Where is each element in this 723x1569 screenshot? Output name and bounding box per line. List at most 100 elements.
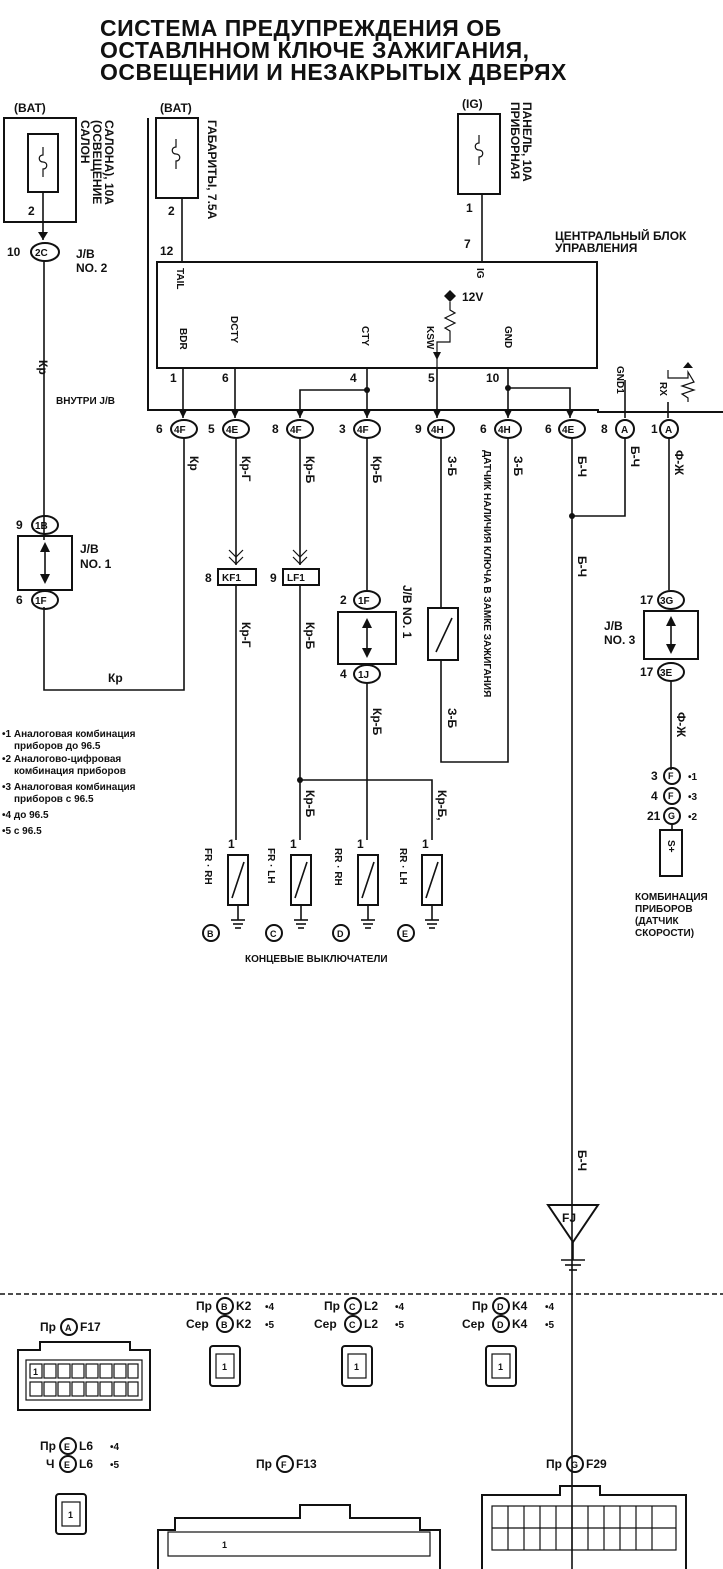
ecu-title-2: УПРАВЛЕНИЯ [555, 241, 637, 255]
svg-text:•5 с 96.5: •5 с 96.5 [2, 826, 42, 837]
svg-text:G: G [571, 1460, 578, 1470]
wire-kr-left: Кр [36, 360, 50, 375]
svg-text:Пр: Пр [256, 1457, 272, 1471]
svg-text:E: E [64, 1460, 70, 1470]
svg-text:NO. 1: NO. 1 [80, 557, 112, 571]
jb2-conn: 2C [35, 248, 48, 259]
svg-text:F29: F29 [586, 1457, 607, 1471]
fuse-panel-source: (IG) [462, 97, 483, 111]
svg-text:6: 6 [480, 422, 487, 436]
wire-f-zh-1: Ф-Ж [672, 450, 686, 475]
wire-b-ch-4: Б-Ч [575, 1150, 589, 1171]
svg-text:4F: 4F [290, 425, 302, 436]
ecu-inner-pin-5: 5 [428, 371, 435, 385]
svg-text:9: 9 [16, 518, 23, 532]
fuse-salon-name-1: САЛОН [78, 120, 92, 164]
svg-text:A: A [621, 425, 628, 436]
ecu-inside-label: ВНУТРИ J/B [56, 396, 115, 407]
jb2-label-1: J/B [76, 247, 95, 261]
title-line-2: ОСТАВЛННОМ КЛЮЧЕ ЗАЖИГАНИЯ, [100, 37, 530, 63]
svg-text:4E: 4E [562, 425, 575, 436]
svg-text:•4: •4 [545, 1302, 555, 1313]
svg-text:3G: 3G [660, 596, 674, 607]
wire-kr-bdr: Кр [187, 456, 201, 471]
svg-text:A: A [665, 425, 672, 436]
wire-kr-g-1: Кр-Г [239, 456, 253, 482]
ecu-inner-pin-4: 4 [350, 371, 357, 385]
fuse-salon-name-3: САЛОНА), 10А [102, 120, 116, 205]
fuse-salon-source: (BAT) [14, 101, 46, 115]
svg-text:1: 1 [290, 837, 297, 851]
wire-b-ch-3: Б-Ч [628, 446, 642, 467]
fuse-gabarity-name: ГАБАРИТЫ, 7.5А [205, 120, 219, 220]
title-line-1: СИСТЕМА ПРЕДУПРЕЖДЕНИЯ ОБ [100, 15, 502, 41]
term-ksw: KSW [424, 326, 435, 350]
wire-f-zh-2: Ф-Ж [674, 712, 688, 737]
switch-rr-lh: 1 RR · LH E [397, 837, 443, 942]
term-gnd: GND [502, 326, 513, 348]
term-rx: RX [657, 382, 668, 396]
svg-text:Пр: Пр [324, 1299, 340, 1313]
jb1-mid: 2 1F J/B NO. 1 4 1J [337, 585, 414, 684]
wire-z-b-1: З-Б [445, 456, 459, 477]
svg-text:•2 Аналогово-цифровая: •2 Аналогово-цифровая [2, 753, 121, 765]
fuse-gabarity-source: (BAT) [160, 101, 192, 115]
fuse-panel-name-2: ПАНЕЛЬ, 10А [520, 102, 534, 182]
svg-text:L6: L6 [79, 1457, 93, 1471]
term-ig: IG [474, 268, 485, 279]
term-bdr: BDR [177, 328, 188, 350]
cluster: 3 F •1 4 F •3 21 G •2 S+ КОМБИНАЦИЯ ПРИБ… [635, 767, 708, 939]
svg-text:8: 8 [205, 571, 212, 585]
svg-text:1F: 1F [35, 596, 47, 607]
svg-text:L2: L2 [364, 1299, 378, 1313]
connector-view-e: Пр E L6 •4 Ч E L6 •5 1 [40, 1437, 120, 1535]
fuse-gabarity: (BAT) ГАБАРИТЫ, 7.5А 2 [155, 101, 219, 220]
svg-text:2: 2 [340, 593, 347, 607]
connector-view-g: Пр G F29 [481, 1455, 687, 1569]
svg-text:E: E [64, 1442, 70, 1452]
svg-text:•4: •4 [265, 1302, 275, 1313]
svg-text:•5: •5 [545, 1320, 555, 1331]
svg-text:KF1: KF1 [222, 573, 241, 584]
svg-text:3: 3 [651, 769, 658, 783]
jb2-box [3, 117, 77, 223]
svg-text:8: 8 [272, 422, 279, 436]
svg-text:3E: 3E [660, 668, 673, 679]
svg-text:1: 1 [68, 1510, 73, 1520]
svg-text:E: E [402, 929, 408, 939]
wire-z-b-2: З-Б [445, 708, 459, 729]
fuse-salon-name-2: (ОСВЕЩЕНИЕ [90, 120, 104, 204]
svg-text:LF1: LF1 [287, 573, 305, 584]
connector-view-f: Пр F F13 1 [157, 1455, 441, 1569]
wire-kr-bottom: Кр [108, 671, 123, 685]
svg-text:Пр: Пр [196, 1299, 212, 1313]
wire-z-b-3: З-Б [511, 456, 525, 477]
svg-text:B: B [207, 929, 214, 939]
switches-caption: КОНЦЕВЫЕ ВЫКЛЮЧАТЕЛИ [245, 954, 388, 965]
svg-text:J/B: J/B [80, 542, 99, 556]
svg-text:комбинация приборов: комбинация приборов [14, 765, 126, 777]
svg-text:8: 8 [601, 422, 608, 436]
svg-text:D: D [337, 929, 344, 939]
svg-text:1: 1 [33, 1367, 38, 1377]
svg-text:1: 1 [228, 837, 235, 851]
svg-text:1: 1 [222, 1540, 227, 1550]
svg-text:•1: •1 [688, 772, 698, 783]
term-cty: CTY [359, 326, 370, 346]
jb3: 17 3G J/B NO. 3 17 3E [604, 590, 699, 682]
ecu-inner-pin-10: 10 [486, 371, 500, 385]
svg-text:6: 6 [545, 422, 552, 436]
svg-text:•3: •3 [688, 792, 698, 803]
svg-text:F: F [281, 1460, 287, 1470]
svg-text:КОМБИНАЦИЯ: КОМБИНАЦИЯ [635, 892, 708, 903]
svg-text:F: F [668, 771, 674, 781]
svg-text:1: 1 [422, 837, 429, 851]
ksw-pullup: 12V [433, 290, 483, 368]
svg-text:•4 до 96.5: •4 до 96.5 [2, 810, 49, 821]
svg-text:F17: F17 [80, 1320, 101, 1334]
key-sensor [427, 607, 459, 661]
svg-text:•2: •2 [688, 812, 698, 823]
svg-text:•5: •5 [110, 1460, 120, 1471]
